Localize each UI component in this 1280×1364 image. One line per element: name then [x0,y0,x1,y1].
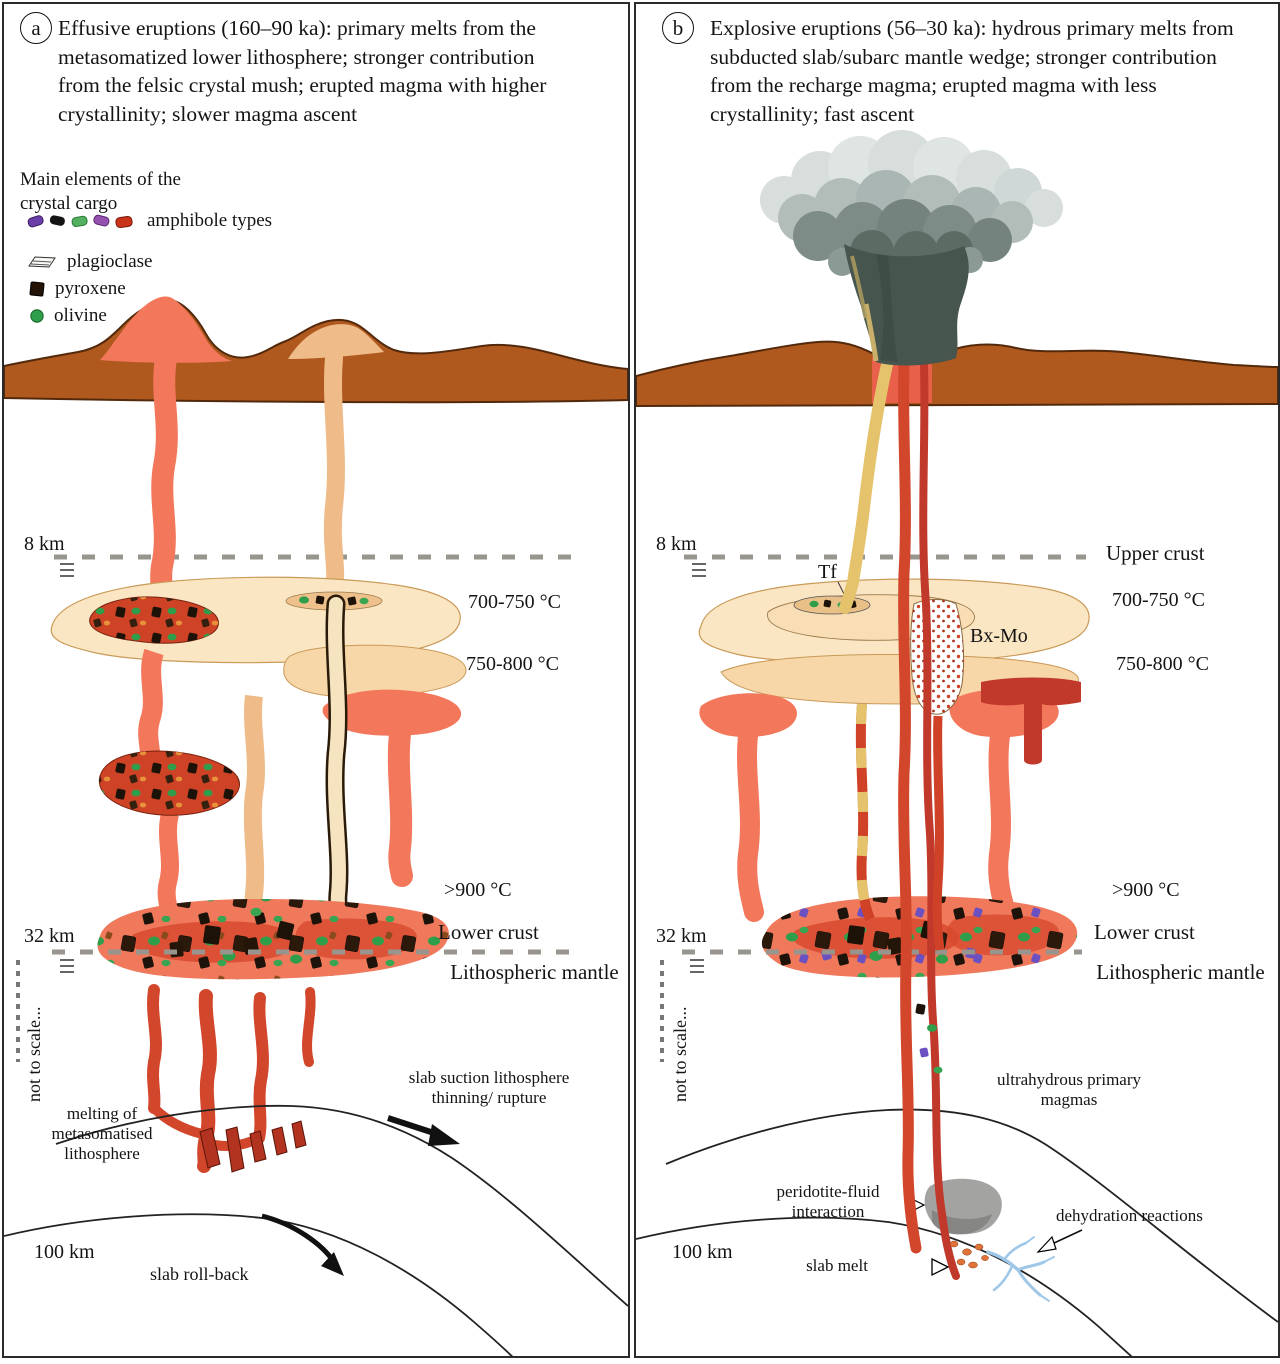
temp-label-750-800-a: 750-800 °C [466,653,559,675]
depth-label-8km-b: 8 km [656,533,697,555]
salmon-link-2 [157,811,179,919]
upper-crust-label: Upper crust [1106,541,1205,565]
lower-crust-label-b: Lower crust [1094,920,1195,944]
fluid-dendrite [986,1236,1055,1302]
scale-break-8km [60,563,74,577]
ultrahydrous-label: ultrahydrous primary magmas [997,1070,1141,1110]
depth-label-100km-b: 100 km [672,1241,733,1263]
scale-break-32km-b [690,959,704,973]
salmon-mushroom-stem [387,723,413,887]
salmon-link-1 [138,648,164,764]
lower-crust-label-a: Lower crust [438,920,539,944]
temp-label-750-800-b: 750-800 °C [1116,653,1209,675]
red-conduit-3 [932,715,945,951]
scale-break-32km [60,959,74,973]
dehydration-arrow [1036,1229,1083,1253]
lithospheric-mantle-label-a: Lithospheric mantle [450,960,619,984]
tf-label: Tf [818,561,837,583]
slab-top-line-b [665,1108,1278,1323]
panel-a-artwork [4,296,628,1356]
panel-a-tag-letter: a [31,15,41,40]
temp-label-700-750-a: 700-750 °C [468,591,561,613]
salmon-conduit-upper [150,347,178,607]
slab-rollback-arrow [261,1213,344,1276]
peridotite-label: peridotite-fluid interaction [776,1182,880,1222]
legend-row-plagioclase: plagioclase [26,251,152,273]
melting-label: melting of metasomatised lithosphere [51,1104,153,1164]
dehydration-label: dehydration reactions [1056,1206,1203,1225]
slab-rollback-label: slab roll-back [150,1264,249,1284]
sill-1-crystals [89,596,219,644]
tf-sill [793,595,871,615]
red-conduit-2 [919,360,960,1280]
depth-label-100km-a: 100 km [34,1241,95,1263]
panel-b-artwork [636,130,1278,1356]
lithospheric-mantle-label-b: Lithospheric mantle [1096,960,1265,984]
panel-explosive: b Explosive eruptions (56–30 ka): hydrou… [634,2,1280,1358]
panel-b-tag-letter: b [672,15,684,40]
legend-row-amphibole: amphibole types [26,210,272,232]
effusive-volcano [100,296,232,363]
legend-title: Main elements of the crystal cargo [20,169,181,214]
red-conduit-main [898,356,922,1254]
sill-2-crystals [99,751,240,816]
not-to-scale-label-b: not to scale... [670,1006,690,1102]
melting-fingers [199,1120,307,1173]
slab-bottom-line-b [636,1216,1133,1356]
temp-label-900-b: >900 °C [1112,879,1180,901]
salmon-mushroom-right [949,689,1059,922]
plagioclase-icon [28,256,56,268]
legend-label-pyroxene: pyroxene [55,278,126,299]
slab-bottom-line [4,1213,514,1356]
deep-crystal-trail [915,1003,943,1074]
legend-label-plagioclase: plagioclase [67,251,153,272]
bx-mo-label: Bx-Mo [970,625,1028,647]
temp-label-700-750-b: 700-750 °C [1112,589,1205,611]
tan-volcano [288,324,384,359]
panel-a-tag: a [20,12,52,44]
red-dike-structure [981,677,1081,765]
olivine-icon [30,309,44,323]
hot-zone-crystals [97,899,449,980]
slab-suction-arrow [387,1115,460,1146]
salmon-mushroom-cap [322,689,462,736]
tf-pointer-line [837,581,845,595]
legend-row-olivine: olivine [29,305,107,327]
depth-label-8km-a: 8 km [24,533,65,555]
scale-break-8km-b [692,563,706,577]
hot-zone-crystals-b [761,896,1078,978]
panel-b-header: Explosive eruptions (56–30 ka): hydrous … [710,16,1234,126]
slab-melt-arrow [931,1257,950,1277]
slab-melt-dots [949,1240,989,1269]
slab-top-line [55,1104,628,1307]
slab-suction-label: slab suction lithosphere thinning/ ruptu… [408,1068,570,1108]
depth-label-32km-a: 32 km [24,925,75,947]
panel-b-tag: b [662,12,694,44]
panel-a-header: Effusive eruptions (160–90 ka): primary … [58,16,547,126]
amphibole-icons [27,214,133,229]
eruption-cloud [760,130,1063,366]
not-to-scale-label-a: not to scale... [24,1006,44,1102]
salmon-mushroom-left [699,693,797,922]
slab-melt-label: slab melt [806,1256,868,1275]
tan-conduit-upper [323,349,345,599]
temp-label-900-a: >900 °C [444,879,512,901]
panel-effusive: a Effusive eruptions (160–90 ka): primar… [2,2,630,1358]
bx-mo-pipe-dots [910,599,964,715]
depth-label-32km-b: 32 km [656,925,707,947]
legend-row-pyroxene: pyroxene [28,278,126,300]
patchy-conduit-gold [855,703,875,921]
gold-conduit [839,354,894,614]
legend-label-amphibole: amphibole types [147,210,273,231]
legend-label-olivine: olivine [54,305,107,326]
pyroxene-icon [29,281,45,297]
mush-750-800 [283,644,467,698]
